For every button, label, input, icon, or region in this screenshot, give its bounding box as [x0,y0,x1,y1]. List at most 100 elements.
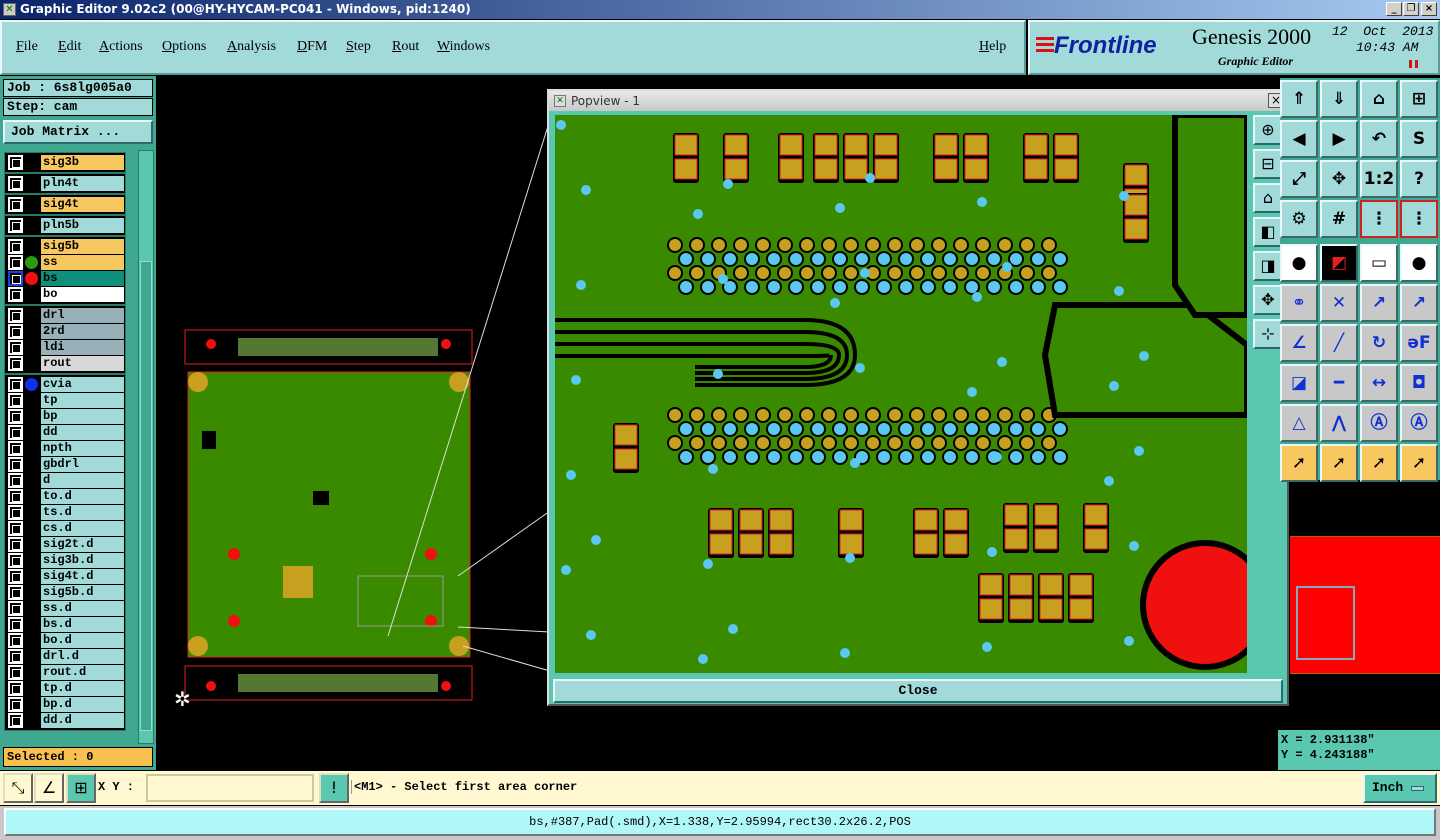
layer-color-dot-icon[interactable] [25,256,38,269]
menu-file[interactable]: File [16,39,38,54]
scale-1-2-icon[interactable]: 1:2 [1360,160,1398,198]
layer-name[interactable]: drl [41,308,124,323]
pause-indicator-icon[interactable] [1409,60,1418,68]
select-net-icon[interactable]: ➚ [1400,444,1438,482]
layer-checkbox[interactable] [8,287,23,302]
arc-snap-icon[interactable]: Ⓐ [1400,404,1438,442]
layer-name[interactable]: sig5b.d [41,585,124,600]
double-arc-icon[interactable]: ⋀ [1320,404,1358,442]
layer-row-gbdrl[interactable]: gbdrl [8,457,124,472]
zoom-fit-icon[interactable]: ⤢ [1280,160,1318,198]
layer-checkbox[interactable] [8,441,23,456]
layer-name[interactable]: ldi [41,340,124,355]
pan-down-icon[interactable]: ⇓ [1320,80,1358,118]
help-icon[interactable]: ? [1400,160,1438,198]
layer-checkbox[interactable] [8,218,23,233]
layer-name[interactable]: gbdrl [41,457,124,472]
snake-icon[interactable]: S [1400,120,1438,158]
shapes-icon[interactable]: ◘ [1400,364,1438,402]
layer-name[interactable]: bs [41,271,124,286]
pan-right-icon[interactable]: ▶ [1320,120,1358,158]
layer-checkbox[interactable] [8,409,23,424]
layer-row-bs.d[interactable]: bs.d [8,617,124,632]
layer-checkbox[interactable] [8,537,23,552]
layer-checkbox[interactable] [8,308,23,323]
menu-dfm[interactable]: DFM [297,39,328,54]
minimize-button[interactable]: _ [1386,2,1402,16]
layer-row-sig4t.d[interactable]: sig4t.d [8,569,124,584]
select-area-icon[interactable]: ◩ [1320,244,1358,282]
layer-name[interactable]: d [41,473,124,488]
grid-snap-icon[interactable]: ⊞ [66,773,96,803]
delete-icon[interactable]: ✕ [1320,284,1358,322]
layer-name[interactable]: tp [41,393,124,408]
zoom-area-icon[interactable]: ⤡ [3,773,33,803]
layer-name[interactable]: tp.d [41,681,124,696]
layer-name[interactable]: rout.d [41,665,124,680]
pad-icon[interactable]: ● [1400,244,1438,282]
menu-analysis[interactable]: Analysis [227,39,277,54]
pan-up-icon[interactable]: ⇑ [1280,80,1318,118]
menu-options[interactable]: Options [162,39,207,54]
arc-bar-icon[interactable]: Ⓐ [1360,404,1398,442]
layer-name[interactable]: cvia [41,377,124,392]
layer-row-bp[interactable]: bp [8,409,124,424]
layer-name[interactable]: to.d [41,489,124,504]
popview-zoom-out-icon[interactable]: ⊟ [1253,149,1283,179]
job-matrix-button[interactable]: Job Matrix ... [3,120,153,144]
layer-name[interactable]: npth [41,441,124,456]
layer-name[interactable]: 2rd [41,324,124,339]
layer-row-d[interactable]: d [8,473,124,488]
layer-row-2rd[interactable]: 2rd [8,324,124,339]
menu-actions[interactable]: Actions [99,39,143,54]
mirror-icon[interactable]: ǝF [1400,324,1438,362]
pan-left-icon[interactable]: ◀ [1280,120,1318,158]
layer-checkbox[interactable] [8,377,23,392]
layer-name[interactable]: ss.d [41,601,124,616]
layer-row-dd[interactable]: dd [8,425,124,440]
popview-zoom-in-icon[interactable]: ⊕ [1253,115,1283,145]
layer-checkbox[interactable] [8,255,23,270]
layer-row-pln4t[interactable]: pln4t [8,176,124,191]
layer-name[interactable]: sig3b.d [41,553,124,568]
move-feature-icon[interactable]: ● [1280,244,1318,282]
line-edit-icon[interactable]: ╱ [1320,324,1358,362]
popview-center-icon[interactable]: ⊹ [1253,319,1283,349]
layer-checkbox[interactable] [8,425,23,440]
resize-icon[interactable]: ◪ [1280,364,1318,402]
select-box-icon[interactable]: ➚ [1320,444,1358,482]
connect-icon[interactable]: ⚭ [1280,284,1318,322]
select-polygon-icon[interactable]: ➚ [1360,444,1398,482]
layer-color-dot-icon[interactable] [25,272,38,285]
popview-pcb-view[interactable] [555,115,1247,673]
menu-help[interactable]: Help [979,39,1007,54]
home-icon[interactable]: ⌂ [1360,80,1398,118]
layer-checkbox[interactable] [8,521,23,536]
alert-icon[interactable]: ! [319,773,349,803]
layer-checkbox[interactable] [8,633,23,648]
layer-checkbox[interactable] [8,713,23,728]
layer-checkbox[interactable] [8,489,23,504]
layer-checkbox[interactable] [8,585,23,600]
popview-pan-right-icon[interactable]: ◨ [1253,251,1283,281]
layer-row-tp.d[interactable]: tp.d [8,681,124,696]
net-highlight-icon[interactable]: ⋮ [1360,200,1398,238]
popview-zoom-home-icon[interactable]: ⌂ [1253,183,1283,213]
layer-checkbox[interactable] [8,393,23,408]
layer-row-bp.d[interactable]: bp.d [8,697,124,712]
popview-close-button[interactable]: Close [553,679,1283,703]
rotate-icon[interactable]: ↻ [1360,324,1398,362]
layer-checkbox[interactable] [8,505,23,520]
dimension-icon[interactable]: ↔ [1360,364,1398,402]
undo-view-icon[interactable]: ↶ [1360,120,1398,158]
layer-row-bo[interactable]: bo [8,287,124,302]
layer-name[interactable]: sig4t [41,197,124,212]
angle-line-icon[interactable]: ∠ [1280,324,1318,362]
layer-row-ss[interactable]: ss [8,255,124,270]
snap-closed-icon[interactable]: ↗ [1400,284,1438,322]
layer-name[interactable]: bp.d [41,697,124,712]
layer-scrollbar[interactable] [138,150,154,744]
xy-input[interactable] [146,774,314,802]
menu-step[interactable]: Step [346,39,371,54]
layer-row-cs.d[interactable]: cs.d [8,521,124,536]
